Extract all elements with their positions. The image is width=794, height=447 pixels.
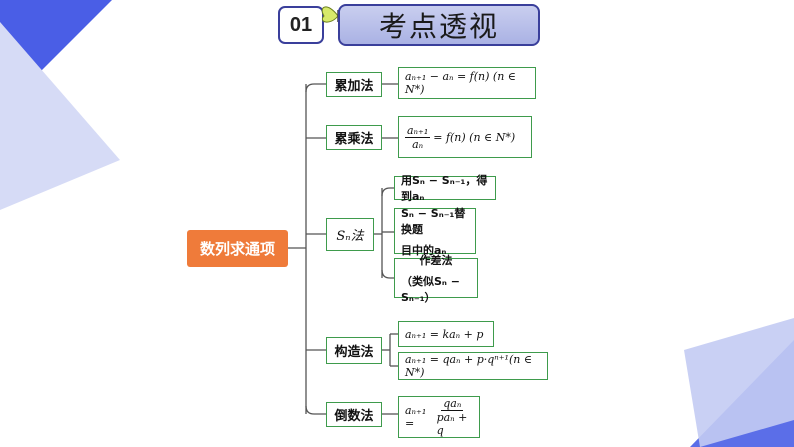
corner-triangle-bottom-light (684, 318, 794, 447)
leaf-construction-exponential: aₙ₊₁ = qaₙ + p·qⁿ⁺¹(n ∈ N*) (398, 352, 548, 380)
fraction-numerator: qaₙ (441, 397, 464, 411)
formula-text: = f(n) (n ∈ N*) (433, 130, 516, 144)
leaf-product-formula: aₙ₊₁ aₙ = f(n) (n ∈ N*) (398, 116, 532, 158)
leaf-summation-formula: aₙ₊₁ − aₙ = f(n) (n ∈ N*) (398, 67, 536, 99)
corner-triangle-light (0, 22, 120, 210)
leaf-text-line1: Sₙ − Sₙ₋₁替换题 (401, 206, 466, 236)
formula-lhs: aₙ₊₁ = (405, 404, 427, 430)
method-node-reciprocal: 倒数法 (326, 402, 382, 427)
leaf-text-line2: 目中的aₙ (401, 243, 447, 257)
leaf-text: 用Sₙ − Sₙ₋₁，得到aₙ (401, 174, 488, 203)
method-node-product: 累乘法 (326, 125, 382, 150)
method-node-summation: 累加法 (326, 72, 382, 97)
section-title: 考点透视 (338, 4, 540, 46)
leaf-construction-linear: aₙ₊₁ = kaₙ + p (398, 321, 494, 347)
leaf-sn-difference: 作差法 （类似Sₙ − Sₙ₋₁） (394, 254, 478, 304)
leaf-sn-replace: Sₙ − Sₙ₋₁替换题 目中的aₙ (394, 206, 476, 257)
formula-text: aₙ₊₁ = qaₙ + p·qⁿ⁺¹(n ∈ N*) (405, 353, 532, 379)
leaf-text-line2: （类似Sₙ − Sₙ₋₁） (401, 274, 460, 304)
fraction-numerator: aₙ₊₁ (405, 123, 431, 138)
leaf-sn-subtract: 用Sₙ − Sₙ₋₁，得到aₙ (394, 174, 496, 203)
fraction-denominator: paₙ + q (436, 411, 468, 437)
formula-text: aₙ₊₁ = kaₙ + p (405, 327, 484, 341)
formula-text: aₙ₊₁ − aₙ = f(n) (n ∈ N*) (405, 70, 516, 96)
fraction: aₙ₊₁ aₙ (405, 123, 431, 151)
root-node: 数列求通项 (187, 230, 288, 267)
fraction: qaₙ paₙ + q (435, 397, 470, 437)
method-node-construction: 构造法 (326, 337, 382, 364)
section-number: 01 (278, 6, 324, 44)
method-node-sn: Sₙ法 (326, 218, 374, 251)
leaf-text-line1: 作差法 (419, 253, 453, 267)
leaf-reciprocal-formula: aₙ₊₁ = qaₙ paₙ + q (398, 396, 480, 438)
fraction-denominator: aₙ (412, 137, 424, 151)
